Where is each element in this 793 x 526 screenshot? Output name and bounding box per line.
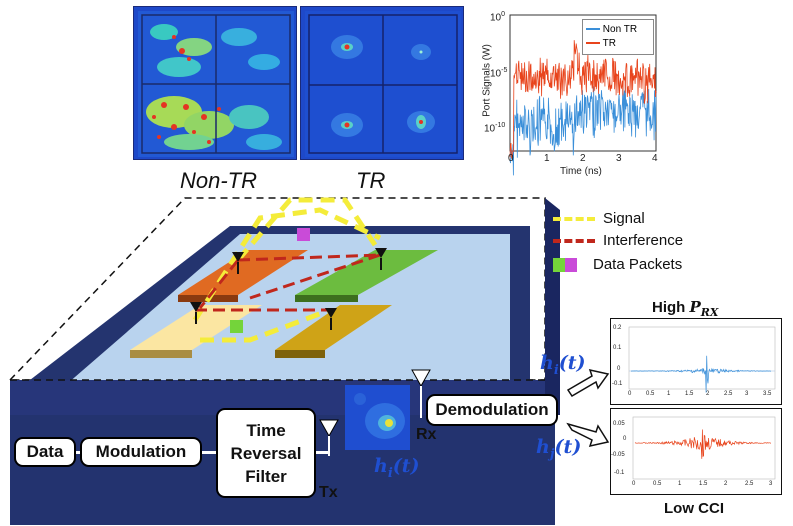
bottom-x-tick-3: 1.5 <box>699 481 708 487</box>
tr-heatmap <box>300 6 464 160</box>
chip-illustration <box>8 197 560 415</box>
bottom-x-tick-0: 0 <box>632 481 636 487</box>
low-cci-title: Low CCI <box>664 500 724 517</box>
bottom-y-tick-3: -0.1 <box>614 470 625 476</box>
top-x-tick-1: 0.5 <box>646 391 655 397</box>
tx-antenna-icon <box>319 419 339 456</box>
top-y-tick-3: -0.1 <box>612 381 623 387</box>
hi-label-bottom: hi(t) <box>374 455 420 481</box>
low-cci-panel: 0.05 0 -0.05 -0.1 0 0.5 1 1.5 2 2.5 3 <box>610 408 782 495</box>
data-block: Data <box>14 437 76 467</box>
chart-legend: Non TR TR <box>582 19 654 55</box>
hj-label-right: hj(t) <box>536 436 582 462</box>
bottom-y-tick-1: 0 <box>623 436 627 442</box>
top-x-tick-2: 1 <box>667 391 671 397</box>
top-y-tick-1: 0.1 <box>613 345 622 351</box>
top-x-tick-0: 0 <box>628 391 632 397</box>
top-x-tick-4: 2 <box>706 391 710 397</box>
bottom-y-tick-0: 0.05 <box>613 421 625 427</box>
arrow-data-mod <box>76 451 82 454</box>
tx-label: Tx <box>319 484 338 501</box>
top-x-tick-7: 3.5 <box>763 391 772 397</box>
bottom-x-tick-5: 2.5 <box>745 481 754 487</box>
y-tick-0: 100 <box>490 11 506 24</box>
non-tr-heatmap <box>133 6 297 160</box>
top-x-tick-5: 2.5 <box>724 391 733 397</box>
hi-label-right: hi(t) <box>540 352 586 378</box>
arrow-to-bottom-panel <box>566 422 610 448</box>
bottom-y-tick-2: -0.05 <box>611 452 625 458</box>
high-prx-title: High PRX <box>652 298 719 319</box>
arrow-trf-tx <box>316 451 328 454</box>
tr-label: TR <box>356 168 386 193</box>
modulation-block: Modulation <box>80 437 202 467</box>
arrow-to-top-panel <box>566 368 610 398</box>
y-axis-label: Port Signals (W) <box>481 44 493 117</box>
non-tr-series <box>509 84 657 176</box>
bottom-x-tick-2: 1 <box>678 481 682 487</box>
rx-heatmap <box>345 385 410 450</box>
tr-series <box>509 40 657 160</box>
high-prx-trace <box>630 355 771 393</box>
bottom-x-tick-4: 2 <box>724 481 728 487</box>
low-cci-trace <box>634 429 771 459</box>
x-tick-3: 3 <box>616 153 622 164</box>
y-tick-2: 10-10 <box>484 122 506 135</box>
rx-label: Rx <box>416 426 437 443</box>
top-y-tick-2: 0 <box>617 366 621 372</box>
demodulation-block: Demodulation <box>426 394 558 426</box>
legend-non-tr: Non TR <box>586 24 637 35</box>
x-tick-0: 0 <box>508 153 514 164</box>
legend-tr: TR <box>586 38 616 49</box>
top-x-tick-6: 3 <box>745 391 749 397</box>
non-tr-label: Non-TR <box>180 168 258 193</box>
arrow-mod-trf <box>202 451 218 454</box>
legend-data-packets: Data Packets <box>553 256 682 273</box>
port-signal-chart: Port Signals (W) 100 10-5 10-10 0 1 2 3 … <box>470 5 670 183</box>
x-tick-1: 1 <box>544 153 550 164</box>
bottom-x-tick-6: 3 <box>769 481 773 487</box>
high-prx-panel: 0.2 0.1 0 -0.1 0 0.5 1 1.5 2 2.5 3 3.5 <box>610 318 782 405</box>
bottom-x-tick-1: 0.5 <box>653 481 662 487</box>
top-y-tick-0: 0.2 <box>613 325 622 331</box>
x-tick-2: 2 <box>580 153 586 164</box>
legend-signal: Signal <box>553 210 645 227</box>
x-axis-label: Time (ns) <box>560 166 602 177</box>
top-x-tick-3: 1.5 <box>685 391 694 397</box>
y-tick-1: 10-5 <box>490 67 508 80</box>
x-tick-4: 4 <box>652 153 658 164</box>
rx-antenna-icon <box>411 369 431 418</box>
legend-interference: Interference <box>553 232 683 249</box>
